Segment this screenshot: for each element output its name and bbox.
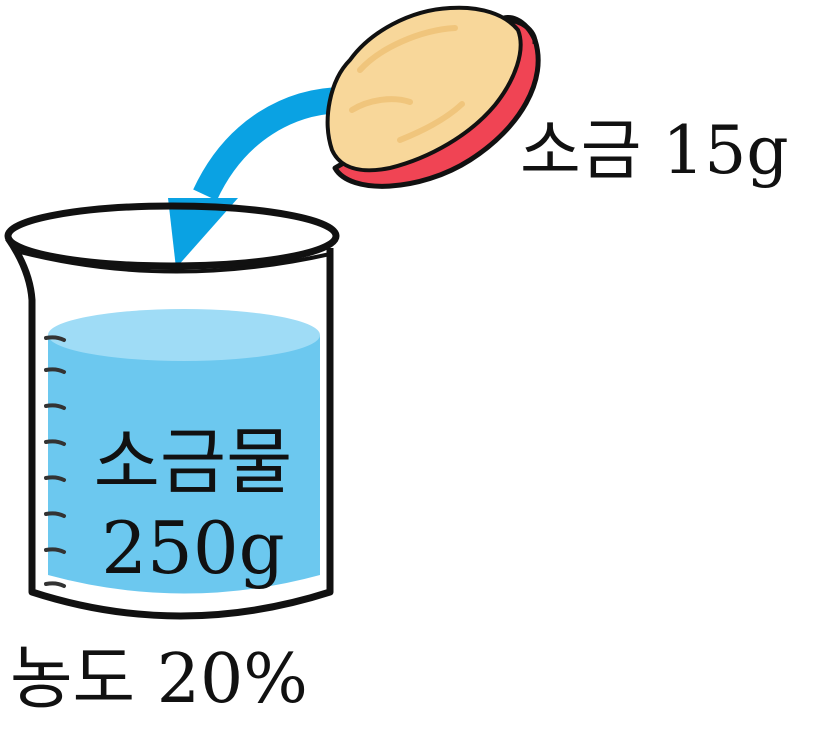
salt-mass-label: 소금 15g <box>520 112 789 189</box>
arrow-head <box>168 198 238 268</box>
curved-arrow-icon <box>168 87 346 268</box>
beaker-inner-edge <box>19 250 331 274</box>
salt-pile <box>325 5 523 173</box>
water-body <box>48 335 320 594</box>
salt-highlight <box>349 25 465 143</box>
arrow-shaft <box>193 87 346 201</box>
beaker-rim <box>4 202 340 270</box>
measurement-ticks <box>44 335 66 588</box>
beaker-icon <box>4 202 340 620</box>
salt-dish-icon <box>325 5 541 189</box>
water-surface <box>48 309 320 361</box>
beaker-glass <box>5 236 334 620</box>
solution-mass-label: 250g <box>101 506 285 590</box>
solution-name-label: 소금물 <box>93 420 293 504</box>
concentration-label: 농도 20% <box>10 640 308 719</box>
